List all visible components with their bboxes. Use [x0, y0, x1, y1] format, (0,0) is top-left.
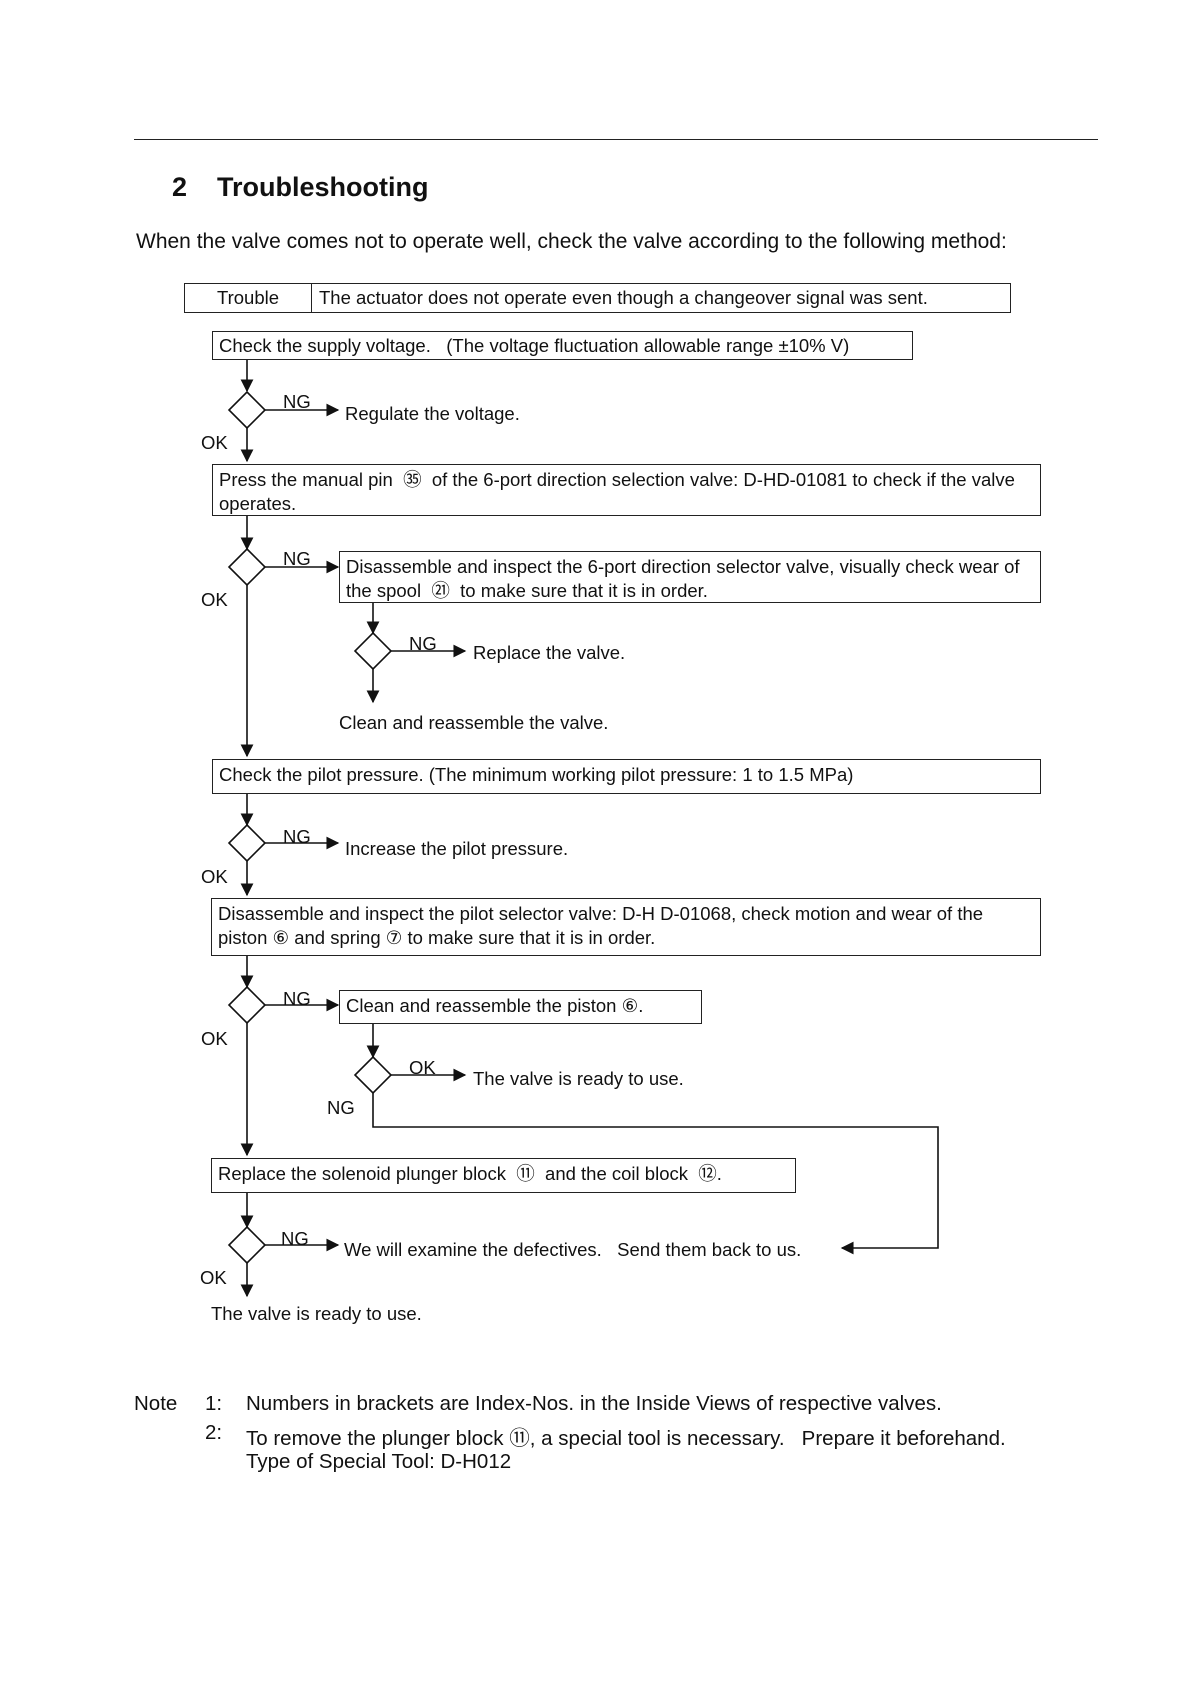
note-heading: Note — [134, 1392, 178, 1415]
ok-label: OK — [201, 432, 228, 453]
ok-action-text: The valve is ready to use. — [473, 1068, 684, 1089]
step-box-replace-solenoid: Replace the solenoid plunger block ⑪ and… — [211, 1158, 796, 1193]
section-title: Troubleshooting — [217, 172, 429, 202]
note-number: 1: — [205, 1392, 223, 1415]
ok-label: OK — [201, 1028, 228, 1049]
section-number: 2 — [172, 172, 188, 202]
step-box-clean-piston: Clean and reassemble the piston ⑥. — [339, 990, 702, 1024]
top-rule — [134, 139, 1098, 140]
section-heading: 2 Troubleshooting — [172, 172, 428, 203]
decision-diamond — [227, 823, 267, 863]
ng-action-text: Replace the valve. — [473, 642, 626, 663]
ng-label: NG — [327, 1097, 355, 1118]
note-text: To remove the plunger block ⑪, a special… — [246, 1427, 1006, 1450]
step-box-pilot-pressure: Check the pilot pressure. (The minimum w… — [212, 759, 1041, 794]
ok-label: OK — [200, 1267, 227, 1288]
step-text: Disassemble and inspect the pilot select… — [218, 903, 984, 948]
step-box-disassemble-6port: Disassemble and inspect the 6-port direc… — [339, 551, 1041, 603]
step-text: Press the manual pin ㉟ of the 6-port dir… — [219, 469, 1015, 514]
trouble-text: The actuator does not operate even thoug… — [319, 287, 928, 308]
note-extra-text: Type of Special Tool: D-H012 — [246, 1450, 512, 1473]
ng-label: NG — [283, 548, 311, 569]
step-box-supply-voltage: Check the supply voltage. (The voltage f… — [212, 331, 913, 360]
action-text: Clean and reassemble the valve. — [339, 712, 609, 733]
ok-label: OK — [409, 1057, 436, 1078]
ng-label: NG — [281, 1228, 309, 1249]
ng-label: NG — [283, 391, 311, 412]
note-number: 2: — [205, 1421, 223, 1444]
ng-label: NG — [283, 988, 311, 1009]
step-text: Replace the solenoid plunger block ⑪ and… — [218, 1163, 722, 1184]
ok-label: OK — [201, 589, 228, 610]
decision-diamond — [227, 985, 267, 1025]
ng-action-text: We will examine the defectives. Send the… — [344, 1239, 802, 1260]
decision-diamond — [227, 390, 267, 430]
ok-label: OK — [201, 866, 228, 887]
step-text: Clean and reassemble the piston ⑥. — [346, 995, 644, 1016]
ng-return-arrow — [372, 1093, 939, 1255]
trouble-box: Trouble The actuator does not operate ev… — [184, 283, 1011, 313]
step-text: Disassemble and inspect the 6-port direc… — [346, 556, 1020, 601]
decision-diamond — [227, 547, 267, 587]
step-text: Check the supply voltage. (The voltage f… — [219, 335, 850, 356]
decision-diamond — [353, 631, 393, 671]
ng-action-text: Regulate the voltage. — [345, 403, 520, 424]
intro-text: When the valve comes not to operate well… — [136, 230, 1007, 253]
step-box-pilot-selector: Disassemble and inspect the pilot select… — [211, 898, 1041, 956]
decision-diamond — [227, 1225, 267, 1265]
trouble-label: Trouble — [185, 284, 312, 312]
decision-diamond — [353, 1055, 393, 1095]
note-text: Numbers in brackets are Index-Nos. in th… — [246, 1392, 942, 1415]
step-box-manual-pin: Press the manual pin ㉟ of the 6-port dir… — [212, 464, 1041, 516]
ng-action-text: Increase the pilot pressure. — [345, 838, 569, 859]
ng-label: NG — [409, 633, 437, 654]
final-result-text: The valve is ready to use. — [211, 1303, 422, 1324]
ng-label: NG — [283, 826, 311, 847]
step-text: Check the pilot pressure. (The minimum w… — [219, 764, 854, 785]
